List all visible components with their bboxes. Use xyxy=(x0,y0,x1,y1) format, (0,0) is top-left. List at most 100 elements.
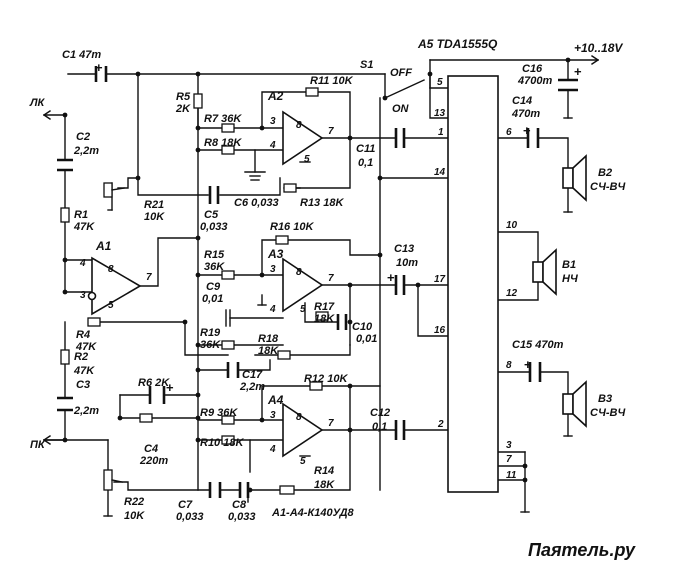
svg-text:13: 13 xyxy=(434,108,446,119)
svg-text:16: 16 xyxy=(434,325,446,336)
c9-value: 0,01 xyxy=(202,293,223,305)
c7-value: 0,033 xyxy=(176,511,204,523)
r7-label: R7 36K xyxy=(204,113,242,125)
svg-text:4: 4 xyxy=(79,258,86,269)
c14-label: C14 xyxy=(512,95,532,107)
c1-label: C1 47m xyxy=(62,49,101,61)
c3-label: C3 xyxy=(76,379,90,391)
speaker-b2 xyxy=(562,154,587,202)
speaker-b2-label: B2 xyxy=(598,167,612,179)
ic-tda1555q xyxy=(447,75,499,493)
svg-text:3: 3 xyxy=(506,440,512,451)
opamp-type-note: А1-А4-К140УД8 xyxy=(271,507,355,519)
c7-label: C7 xyxy=(178,499,193,511)
svg-text:8: 8 xyxy=(506,360,512,371)
c13-label: C13 xyxy=(394,243,414,255)
r4-label: R4 xyxy=(76,329,90,341)
capacitors xyxy=(57,66,578,498)
c15-label: C15 470m xyxy=(512,339,564,351)
c2-value: 2,2m xyxy=(73,145,99,157)
c10-label: C10 xyxy=(352,321,373,333)
c2-label: C2 xyxy=(76,131,90,143)
svg-text:8: 8 xyxy=(296,120,302,131)
r9-label: R9 36K xyxy=(200,407,238,419)
opamp-a3-label: A3 xyxy=(267,247,284,261)
c4-value: 220m xyxy=(139,455,168,467)
svg-text:7: 7 xyxy=(328,418,334,429)
c16-value: 4700m xyxy=(517,75,552,87)
svg-text:3: 3 xyxy=(80,290,86,301)
c4-label: C4 xyxy=(144,443,158,455)
svg-text:1: 1 xyxy=(438,127,444,138)
r22-value: 10K xyxy=(124,510,145,522)
svg-text:+: + xyxy=(524,357,532,372)
r5-label: R5 xyxy=(176,91,191,103)
c12-value: 0,1 xyxy=(372,421,387,433)
speaker-b1-type: НЧ xyxy=(562,273,578,285)
polarity-signs: + + + + + + xyxy=(95,60,582,395)
svg-text:7: 7 xyxy=(506,454,512,465)
c9-label: C9 xyxy=(206,281,221,293)
svg-text:3: 3 xyxy=(270,264,276,275)
r2-label: R2 xyxy=(74,351,88,363)
switch-label: S1 xyxy=(360,59,373,71)
supply-arrow xyxy=(591,55,599,65)
r21-value: 10K xyxy=(144,211,165,223)
svg-text:5: 5 xyxy=(108,300,114,311)
r22-label: R22 xyxy=(124,496,144,508)
r14-label: R14 xyxy=(314,465,334,477)
svg-text:+: + xyxy=(95,60,103,75)
r10-label: R10 18K xyxy=(200,437,244,449)
c6-label: C6 0,033 xyxy=(234,197,279,209)
svg-text:8: 8 xyxy=(296,267,302,278)
left-input-label: ЛК xyxy=(29,97,46,109)
junctions xyxy=(62,57,571,493)
r22-wiper xyxy=(111,479,123,483)
r18-value: 18K xyxy=(258,345,279,357)
r6-label: R6 2K xyxy=(138,377,170,389)
r19-value: 36K xyxy=(200,339,221,351)
opamp-a1-inv-dot xyxy=(87,291,97,301)
r17-value: 18K xyxy=(314,313,335,325)
svg-text:7: 7 xyxy=(328,126,334,137)
c3-value: 2,2m xyxy=(73,405,99,417)
pin-numbers: 5 13 1 14 17 16 2 6 10 12 8 3 7 11 4 3 8… xyxy=(79,77,518,481)
c5-value: 0,033 xyxy=(200,221,228,233)
speaker-b2-type: СЧ-ВЧ xyxy=(590,181,625,193)
r15-label: R15 xyxy=(204,249,225,261)
switch-off-label: OFF xyxy=(390,67,412,79)
r14-value: 18K xyxy=(314,479,335,491)
c17-value: 2,2m xyxy=(239,381,265,393)
svg-text:3: 3 xyxy=(270,116,276,127)
r5-value: 2K xyxy=(175,103,191,115)
r4-value: 47K xyxy=(75,341,97,353)
r21-wiper xyxy=(111,187,125,191)
svg-text:12: 12 xyxy=(506,288,518,299)
svg-text:5: 5 xyxy=(304,154,310,165)
svg-text:+: + xyxy=(387,270,395,285)
speaker-b3-label: B3 xyxy=(598,393,612,405)
r16-label: R16 10K xyxy=(270,221,314,233)
svg-text:+: + xyxy=(574,64,582,79)
speaker-b1 xyxy=(532,248,557,296)
right-input-label: ПК xyxy=(30,439,46,451)
ic-title: A5 TDA1555Q xyxy=(417,37,498,51)
svg-text:6: 6 xyxy=(506,127,512,138)
r17-label: R17 xyxy=(314,301,335,313)
watermark: Паятель.ру xyxy=(528,540,636,560)
svg-text:8: 8 xyxy=(296,412,302,423)
r12-label: R12 10K xyxy=(304,373,348,385)
svg-text:11: 11 xyxy=(506,470,517,481)
svg-text:14: 14 xyxy=(434,167,446,178)
switch-on-label: ON xyxy=(392,103,410,115)
c11-value: 0,1 xyxy=(358,157,373,169)
r15-value: 36K xyxy=(204,261,225,273)
svg-text:8: 8 xyxy=(108,264,114,275)
left-input-arrow xyxy=(43,110,51,120)
speaker-b3 xyxy=(562,380,587,428)
svg-text:7: 7 xyxy=(146,272,152,283)
opamp-a4 xyxy=(282,402,324,458)
labels: A5 TDA1555Q +10..18V S1 OFF ON ЛК ПК C1 … xyxy=(29,37,625,523)
opamp-a2-label: A2 xyxy=(267,89,284,103)
